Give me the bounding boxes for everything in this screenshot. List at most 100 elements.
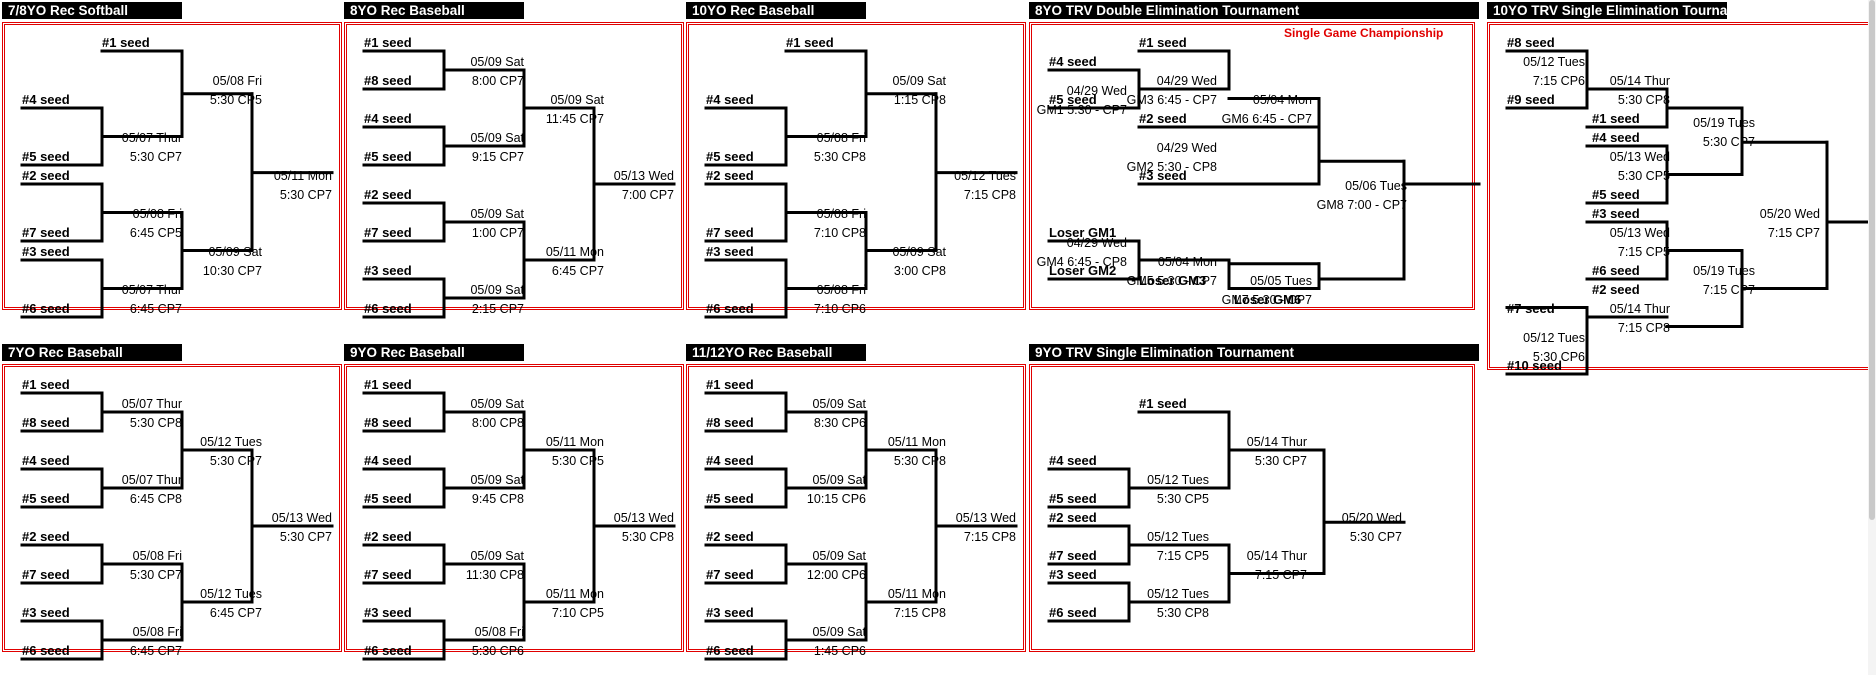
- bracket-frame: [1029, 364, 1475, 652]
- bracket-lines: [1047, 410, 1406, 623]
- game-time-field: 5:30 CP5: [551, 454, 604, 468]
- bracket-frame: [686, 364, 1026, 652]
- game-date: 04/29 Wed: [1156, 74, 1217, 88]
- seed-label: #5 seed: [1592, 187, 1640, 202]
- seed-label: #7 seed: [706, 225, 754, 240]
- game-date: 05/13 Wed: [955, 511, 1016, 525]
- bracket-1: 8YO Rec Baseball#1 seed#8 seed#4 seed#5 …: [344, 2, 684, 332]
- game-date: 05/09 Sat: [470, 549, 524, 563]
- game-time-field: 10:15 CP6: [806, 492, 866, 506]
- game-date: 05/09 Sat: [812, 549, 866, 563]
- seed-label: #7 seed: [22, 567, 70, 582]
- game-time-field: 2:15 CP7: [471, 302, 524, 316]
- game-date: 05/08 Fri: [132, 549, 182, 563]
- seed-label: #4 seed: [364, 453, 412, 468]
- seed-label: #8 seed: [364, 73, 412, 88]
- bracket-title: 10YO TRV Single Elimination Tournament: [1487, 2, 1727, 19]
- seed-label: #6 seed: [1592, 263, 1640, 278]
- game-date: 05/07 Thur: [121, 131, 182, 145]
- seed-label: #6 seed: [706, 301, 754, 316]
- game-time-field: 7:15 CP6: [1532, 74, 1585, 88]
- seed-label: #1 seed: [1592, 111, 1640, 126]
- game-date: 05/12 Tues: [1147, 473, 1209, 487]
- game-date: 05/08 Fri: [816, 283, 866, 297]
- game-time-field: 3:00 CP8: [893, 264, 946, 278]
- game-date: 05/09 Sat: [470, 207, 524, 221]
- seed-label: #5 seed: [706, 491, 754, 506]
- game-date: 05/14 Thur: [1246, 549, 1307, 563]
- game-time-field: 7:15 CP8: [1617, 321, 1670, 335]
- game-time-field: 7:00 CP7: [621, 188, 674, 202]
- game-time-field: 8:30 CP6: [813, 416, 866, 430]
- game-time-field: 5:30 CP5: [1617, 169, 1670, 183]
- seed-label: #6 seed: [22, 301, 70, 316]
- seed-label: #5 seed: [364, 491, 412, 506]
- game-time-field: 5:30 CP7: [129, 568, 182, 582]
- game-date: 05/19 Tues: [1693, 264, 1755, 278]
- seed-label: #1 seed: [102, 35, 150, 50]
- bracket-7: 11/12YO Rec Baseball#1 seed#8 seed#4 see…: [686, 344, 1026, 674]
- vertical-scrollbar[interactable]: [1868, 0, 1876, 675]
- seed-label: Loser GM1: [1049, 225, 1117, 240]
- game-time-field: 6:45 CP5: [129, 226, 182, 240]
- game-time-field: 5:30 CP7: [209, 454, 262, 468]
- seed-label: #4 seed: [706, 453, 754, 468]
- bracket-lines: [20, 49, 334, 319]
- seed-label: #8 seed: [706, 415, 754, 430]
- game-slot: 05/08 Fri 5:30 CP7: [130, 547, 182, 585]
- game-date: 05/12 Tues: [1147, 587, 1209, 601]
- seed-label: #7 seed: [364, 225, 412, 240]
- game-time-field: 5:30 CP8: [621, 530, 674, 544]
- game-time-field: 5:30 CP8: [893, 454, 946, 468]
- game-date: 05/09 Sat: [470, 397, 524, 411]
- game-date: 05/11 Mon: [887, 435, 946, 449]
- seed-label: #8 seed: [364, 415, 412, 430]
- game-date: 05/09 Sat: [208, 245, 262, 259]
- game-time-field: GM2 5:30 - CP8: [1126, 159, 1217, 174]
- game-time-field: 5:30 CP5: [1156, 492, 1209, 506]
- seed-label: Loser GM3: [1139, 272, 1207, 288]
- bracket-frame: [2, 364, 342, 652]
- game-date: 05/04 Mon: [1157, 254, 1217, 269]
- game-date: 05/13 Wed: [1609, 150, 1670, 164]
- game-date: 05/09 Sat: [812, 625, 866, 639]
- game-time-field: GM5 5:30 - CP7: [1126, 273, 1217, 288]
- game-date: 05/19 Tues: [1693, 115, 1755, 130]
- game-date: 05/14 Thur: [1609, 302, 1670, 316]
- seed-label: #7 seed: [364, 567, 412, 582]
- seed-label: #2 seed: [1592, 282, 1640, 297]
- game-time-field: 5:30 CP7: [1702, 134, 1755, 149]
- game-date: 05/04 Mon: [1252, 93, 1312, 107]
- bracket-title: 9YO TRV Single Elimination Tournament: [1029, 344, 1479, 361]
- bracket-title: 7/8YO Rec Softball: [2, 2, 182, 19]
- game-date: 05/13 Wed: [1609, 226, 1670, 240]
- game-date: 05/12 Tues: [200, 435, 262, 449]
- seed-label: #1 seed: [364, 377, 412, 392]
- game-date: 05/08 Fri: [816, 131, 866, 145]
- game-slot: 05/12 Tues 5:30 CP5: [1147, 471, 1209, 509]
- game-time-field: 6:45 CP7: [209, 606, 262, 620]
- game-slot: 05/11 Mon 5:30 CP8: [888, 433, 946, 471]
- scrollbar-thumb[interactable]: [1869, 0, 1875, 520]
